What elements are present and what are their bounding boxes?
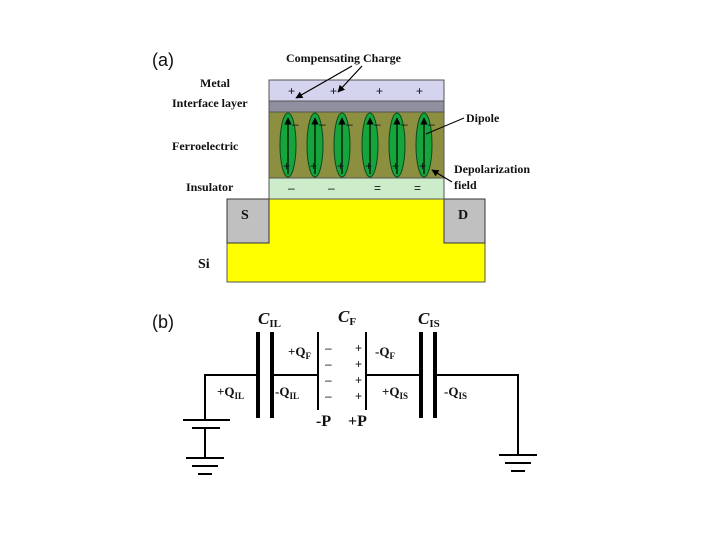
dipole-minus-sign: – [346, 117, 353, 131]
metal-plus-sign: + [376, 84, 383, 98]
depolarization-field-label: field [454, 178, 477, 192]
dipole [306, 112, 324, 178]
silicon-substrate [226, 198, 486, 283]
drain-label: D [458, 208, 468, 223]
source-label: S [241, 208, 249, 223]
dipole-plus-sign: + [365, 159, 372, 173]
insulator-equal-sign: = [414, 181, 421, 195]
ferroelectric-layer [268, 111, 445, 179]
minus-q-f-label: -QF [375, 344, 395, 361]
dipole [388, 112, 406, 178]
compensating-charge-label: Compensating Charge [286, 51, 402, 65]
c-il-label: CIL [258, 309, 281, 330]
interface-layer-label: Interface layer [172, 96, 248, 110]
dipole-minus-sign: – [401, 117, 408, 131]
dipole-label: Dipole [466, 111, 500, 125]
interface-layer [268, 100, 445, 113]
dipole [333, 112, 351, 178]
source-contact [226, 198, 270, 244]
metal-label: Metal [200, 76, 231, 90]
minus-p-label: -P [316, 413, 331, 430]
insulator-label: Insulator [186, 180, 234, 194]
compensating-arrow [295, 65, 353, 99]
compensating-arrow [337, 65, 363, 93]
minus-q-is-label: -QIS [444, 384, 467, 401]
cf-plus-sign: + [355, 373, 362, 387]
dipole [415, 112, 433, 178]
c-f-label: CF [338, 307, 356, 328]
insulator-minus-sign: – [328, 181, 335, 195]
insulator-minus-sign: – [288, 181, 295, 195]
dipole-minus-sign: – [374, 117, 381, 131]
minus-q-il-label: -QIL [275, 384, 299, 401]
panel-a-label: (a) [152, 50, 174, 70]
dipole [361, 112, 379, 178]
metal-plus-sign: + [330, 84, 337, 98]
plus-q-f-label: +QF [288, 344, 312, 361]
c-is-label: CIS [418, 309, 440, 330]
dipole-plus-sign: + [419, 159, 426, 173]
dipole-pointer-line [425, 117, 465, 135]
si-label: Si [198, 257, 210, 272]
cf-minus-sign: – [325, 373, 332, 387]
plus-q-is-label: +QIS [382, 384, 408, 401]
drain-contact [443, 198, 486, 244]
metal-layer [268, 79, 445, 102]
dipole-minus-sign: – [292, 117, 299, 131]
ferroelectric-label: Ferroelectric [172, 139, 239, 153]
dipole-plus-sign: + [392, 159, 399, 173]
metal-plus-sign: + [288, 84, 295, 98]
depolarization-arrow [431, 169, 453, 183]
cf-minus-sign: – [325, 341, 332, 355]
ground-icon [183, 419, 230, 475]
insulator-equal-sign: = [374, 181, 381, 195]
dipole-plus-sign: + [283, 159, 290, 173]
cf-plus-sign: + [355, 357, 362, 371]
dipole-plus-sign: + [310, 159, 317, 173]
dipole-group [279, 112, 433, 178]
cf-plus-sign: + [355, 389, 362, 403]
depolarization-label: Depolarization [454, 162, 530, 176]
metal-plus-sign: + [416, 84, 423, 98]
cf-minus-sign: – [325, 357, 332, 371]
ground-icon [499, 454, 537, 472]
dipole-plus-sign: + [337, 159, 344, 173]
dipole-minus-sign: – [428, 117, 435, 131]
cf-minus-sign: – [325, 389, 332, 403]
circuit-wires [204, 374, 519, 455]
cf-plus-sign: + [355, 341, 362, 355]
dipole-minus-sign: – [319, 117, 326, 131]
panel-b-label: (b) [152, 312, 174, 332]
dipole [279, 112, 297, 178]
plus-q-il-label: +QIL [217, 384, 244, 401]
plus-p-label: +P [348, 413, 367, 430]
